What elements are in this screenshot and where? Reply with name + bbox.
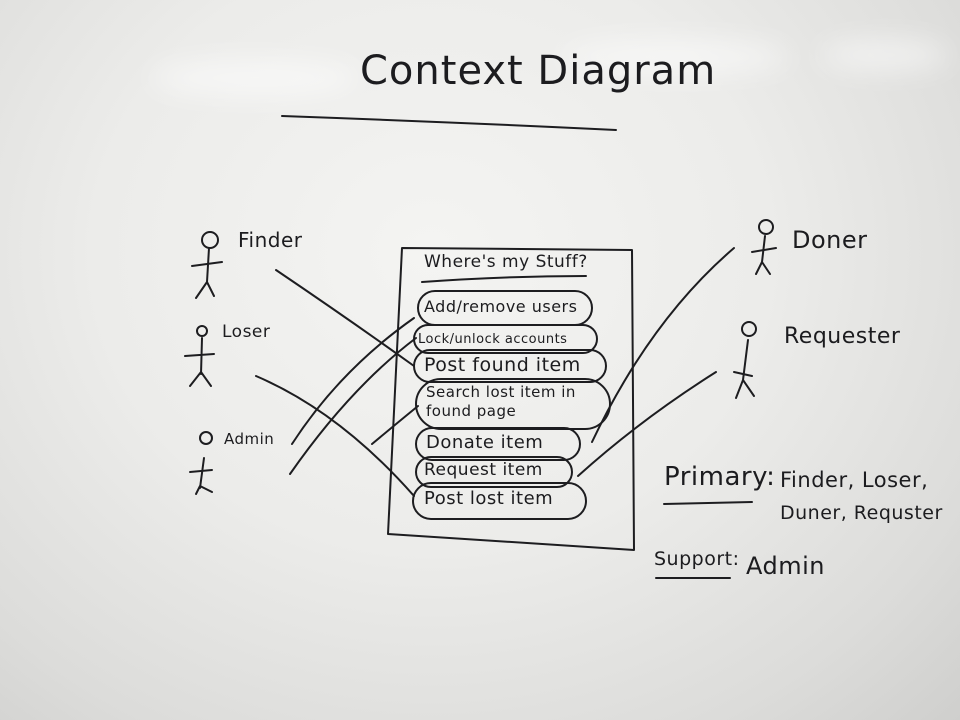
actor-label-loser: Loser — [222, 322, 271, 342]
use-case-post-found-item: Post found item — [424, 354, 581, 376]
use-case-oval-5 — [415, 427, 581, 461]
actor-loser-figure — [184, 325, 215, 387]
line-doner-donate — [591, 247, 735, 443]
system-name: Where's my Stuff? — [424, 252, 588, 272]
glare — [560, 40, 790, 74]
actor-label-requester: Requester — [784, 324, 901, 349]
use-case-oval-7 — [412, 482, 587, 520]
use-case-lock-unlock-accounts: Lock/unlock accounts — [418, 332, 568, 347]
use-case-add-remove-users: Add/remove users — [424, 297, 578, 316]
primary-label: Primary: — [664, 462, 776, 492]
line-loser-search — [371, 405, 419, 445]
use-case-post-lost-item: Post lost item — [424, 488, 554, 509]
primary-underline — [663, 501, 753, 505]
primary-actors-line2: Duner, Requster — [780, 502, 943, 524]
line-finder-post-found — [275, 269, 415, 367]
use-case-donate-item: Donate item — [426, 432, 544, 453]
glare — [150, 60, 360, 96]
line-admin-add-remove — [291, 317, 415, 445]
actor-label-admin: Admin — [224, 430, 275, 448]
actor-requester-figure — [733, 321, 757, 399]
actor-label-finder: Finder — [238, 228, 303, 252]
system-name-underline — [421, 275, 587, 283]
support-actors: Admin — [746, 552, 825, 580]
use-case-oval-6 — [415, 456, 573, 488]
actor-doner-figure — [751, 219, 777, 275]
use-case-search-lost-item: Search lost item in found page — [426, 383, 576, 420]
line-loser-post-lost — [255, 375, 415, 497]
system-boundary — [387, 247, 635, 551]
diagram-title: Context Diagram — [360, 48, 717, 94]
use-case-request-item: Request item — [424, 460, 543, 480]
line-requester-request — [577, 371, 717, 477]
actor-admin-figure — [189, 431, 213, 495]
line-admin-lock-unlock — [289, 337, 417, 475]
title-underline — [281, 115, 617, 131]
actor-finder-figure — [191, 231, 223, 299]
actor-label-doner: Doner — [792, 226, 868, 254]
support-label: Support: — [654, 548, 740, 570]
primary-actors-line1: Finder, Loser, — [780, 468, 929, 492]
glare — [820, 40, 950, 70]
